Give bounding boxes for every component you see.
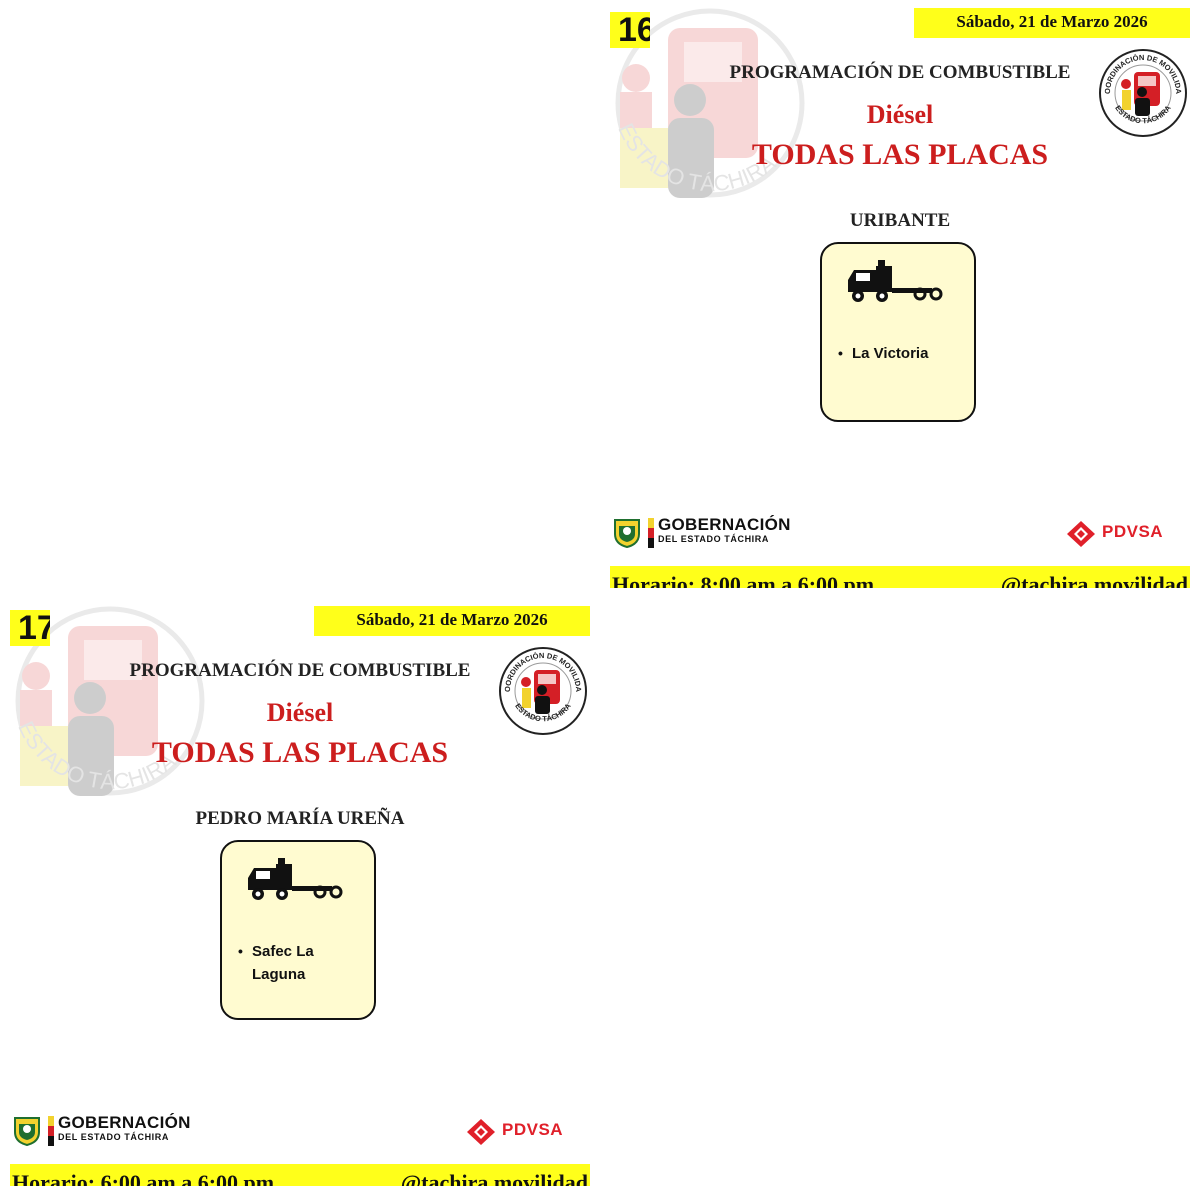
fuel-schedule-slide-16: ESTADO TÁCHIRA 16 Sábado, 21 de Marzo 20…	[610, 8, 1190, 588]
fuel-type: Diésel	[866, 100, 934, 129]
government-name: GOBERNACIÓN	[58, 1113, 191, 1132]
schedule-hours: Horario: 6:00 am a 6:00 pm	[12, 1170, 275, 1186]
schedule-hours: Horario: 8:00 am a 6:00 pm	[612, 572, 875, 588]
station-name-line2: Laguna	[252, 966, 306, 983]
municipality-name: URIBANTE	[849, 210, 951, 231]
social-handle: @tachira.movilidad	[400, 1170, 588, 1186]
slide-number: 17	[10, 610, 50, 646]
fuel-pump-seal-icon: COORDINACIÓN DE MOVILIDAD ESTADO TÁCHIRA	[498, 646, 587, 735]
fuel-pump-seal-icon: COORDINACIÓN DE MOVILIDAD ESTADO TÁCHIRA	[1098, 48, 1187, 137]
pdvsa-name: PDVSA	[502, 1120, 564, 1139]
plates-label: TODAS LAS PLACAS	[151, 736, 449, 769]
pdvsa-logo-icon	[1067, 521, 1095, 547]
government-logo-text: GOBERNACIÓN DEL ESTADO TÁCHIRA	[58, 1114, 191, 1143]
flag-stripe	[48, 1116, 54, 1146]
station-card: La Victoria	[820, 242, 976, 422]
slide-number: 16	[610, 12, 650, 48]
government-name: GOBERNACIÓN	[658, 515, 791, 534]
hours-banner: Horario: 6:00 am a 6:00 pm @tachira.movi…	[10, 1164, 590, 1186]
station-name-line1: Safec La	[252, 943, 314, 960]
state-shield-icon	[14, 1117, 40, 1146]
government-state: DEL ESTADO TÁCHIRA	[58, 1132, 169, 1142]
government-state: DEL ESTADO TÁCHIRA	[658, 534, 769, 544]
fuel-watermark-icon: ESTADO TÁCHIRA	[13, 606, 205, 796]
station-list-item: La Victoria	[838, 342, 966, 365]
date-banner: Sábado, 21 de Marzo 2026	[914, 8, 1190, 38]
footer-logos: GOBERNACIÓN DEL ESTADO TÁCHIRA PDVSA	[10, 1110, 590, 1154]
date-banner: Sábado, 21 de Marzo 2026	[314, 606, 590, 636]
station-name-line1: La Victoria	[852, 345, 929, 362]
station-card: Safec La Laguna	[220, 840, 376, 1020]
footer-logos: GOBERNACIÓN DEL ESTADO TÁCHIRA PDVSA	[610, 512, 1190, 556]
fuel-type: Diésel	[266, 698, 334, 727]
municipality-name: PEDRO MARÍA UREÑA	[195, 808, 405, 829]
plates-label: TODAS LAS PLACAS	[751, 138, 1049, 171]
state-shield-icon	[614, 519, 640, 548]
pdvsa-logo-icon	[467, 1119, 495, 1145]
social-handle: @tachira.movilidad	[1000, 572, 1188, 588]
government-logo-text: GOBERNACIÓN DEL ESTADO TÁCHIRA	[658, 516, 791, 545]
pdvsa-name: PDVSA	[1102, 522, 1164, 541]
program-title: PROGRAMACIÓN DE COMBUSTIBLE	[729, 62, 1071, 83]
program-title: PROGRAMACIÓN DE COMBUSTIBLE	[129, 660, 471, 681]
fuel-watermark-icon: ESTADO TÁCHIRA	[613, 8, 805, 198]
truck-icon	[248, 858, 343, 900]
hours-banner: Horario: 8:00 am a 6:00 pm @tachira.movi…	[610, 566, 1190, 588]
flag-stripe	[648, 518, 654, 548]
truck-icon	[848, 260, 943, 302]
station-list-item: Safec La Laguna	[238, 940, 366, 986]
fuel-schedule-slide-17: ESTADO TÁCHIRA 17 Sábado, 21 de Marzo 20…	[10, 606, 590, 1186]
